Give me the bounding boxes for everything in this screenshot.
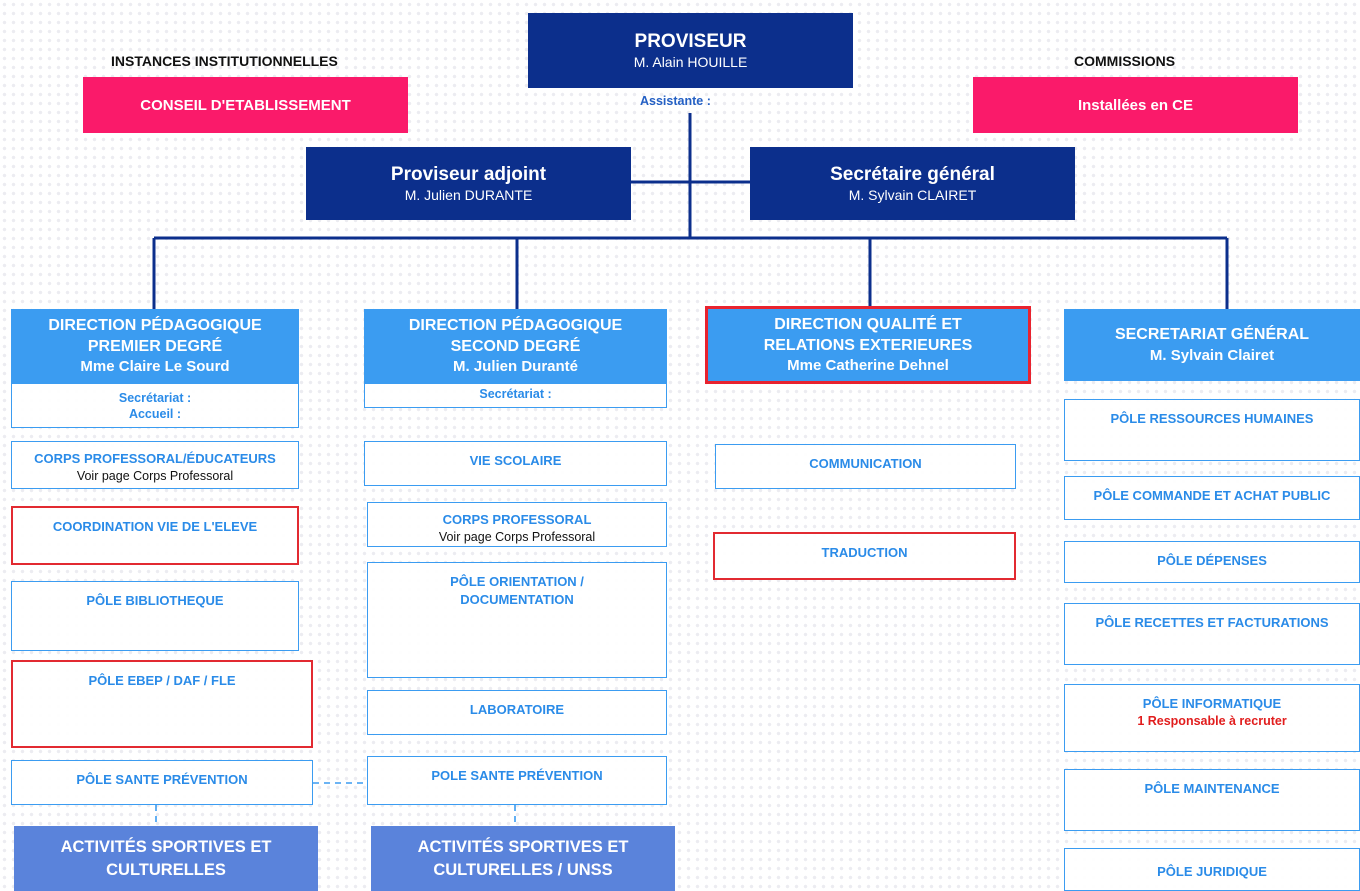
premier-secretariat-box: Secrétariat : Accueil :: [11, 383, 299, 428]
premier-pole-sante-box[interactable]: PÔLE SANTE PRÉVENTION: [11, 760, 313, 805]
secretariat-general-header[interactable]: SECRETARIAT GÉNÉRAL M. Sylvain Clairet: [1064, 309, 1360, 381]
pole-recettes-box[interactable]: PÔLE RECETTES ET FACTURATIONS: [1064, 603, 1360, 665]
assistante-label: Assistante :: [640, 94, 711, 108]
second-secretariat-label: Secrétariat :: [479, 387, 552, 401]
rh-label: PÔLE RESSOURCES HUMAINES: [1110, 411, 1314, 426]
adjoint-name: M. Julien DURANTE: [404, 187, 533, 204]
coordination-vie-eleve-box[interactable]: COORDINATION VIE DE L'ELEVE: [11, 506, 299, 565]
pole-informatique-box[interactable]: PÔLE INFORMATIQUE 1 Responsable à recrut…: [1064, 684, 1360, 752]
bibliotheque-label: PÔLE BIBLIOTHEQUE: [86, 593, 224, 608]
premier-corps-title: CORPS PROFESSORAL/ÉDUCATEURS: [34, 451, 276, 466]
maintenance-label: PÔLE MAINTENANCE: [1144, 781, 1280, 796]
depenses-label: PÔLE DÉPENSES: [1157, 553, 1267, 568]
premier-header-line-1: DIRECTION PÉDAGOGIQUE: [48, 316, 262, 334]
second-activites-line-2: CULTURELLES / UNSS: [433, 860, 613, 879]
coordination-label: COORDINATION VIE DE L'ELEVE: [52, 519, 258, 534]
second-header-person: M. Julien Duranté: [452, 358, 579, 376]
secretaire-name: M. Sylvain CLAIRET: [848, 187, 977, 204]
second-sante-label: POLE SANTE PRÉVENTION: [431, 768, 603, 783]
second-corps-title: CORPS PROFESSORAL: [442, 512, 592, 527]
instances-label: INSTANCES INSTITUTIONNELLES: [111, 53, 338, 69]
premier-header-line-2: PREMIER DEGRÉ: [87, 338, 223, 356]
second-corps-professoral-box[interactable]: CORPS PROFESSORAL Voir page Corps Profes…: [367, 502, 667, 547]
secretaire-title: Secrétaire général: [830, 163, 995, 185]
traduction-label: TRADUCTION: [821, 545, 908, 560]
secretaire-general-box[interactable]: Secrétaire général M. Sylvain CLAIRET: [750, 147, 1075, 220]
pole-rh-box[interactable]: PÔLE RESSOURCES HUMAINES: [1064, 399, 1360, 461]
premier-sante-label: PÔLE SANTE PRÉVENTION: [76, 772, 248, 787]
commissions-label: COMMISSIONS: [1074, 53, 1176, 69]
recettes-label: PÔLE RECETTES ET FACTURATIONS: [1095, 615, 1329, 630]
juridique-label: PÔLE JURIDIQUE: [1157, 864, 1267, 879]
premier-activites-line-2: CULTURELLES: [106, 860, 226, 879]
qualite-header-line-1: DIRECTION QUALITÉ ET: [774, 315, 962, 333]
premier-activites-line-1: ACTIVITÉS SPORTIVES ET: [60, 838, 272, 857]
qualite-header-person: Mme Catherine Dehnel: [787, 357, 949, 375]
pole-orientation-box[interactable]: PÔLE ORIENTATION / DOCUMENTATION: [367, 562, 667, 678]
pole-maintenance-box[interactable]: PÔLE MAINTENANCE: [1064, 769, 1360, 831]
installees-label: Installées en CE: [1077, 96, 1194, 114]
conseil-label: CONSEIL D'ETABLISSEMENT: [140, 96, 351, 114]
secretariat-header-person: M. Sylvain Clairet: [1149, 346, 1275, 364]
informatique-note: 1 Responsable à recruter: [1137, 713, 1287, 728]
laboratoire-box[interactable]: LABORATOIRE: [367, 690, 667, 735]
informatique-label: PÔLE INFORMATIQUE: [1142, 696, 1282, 711]
premier-secretariat-label: Secrétariat :: [118, 391, 192, 405]
proviseur-title: PROVISEUR: [634, 30, 747, 52]
premier-activites-box[interactable]: ACTIVITÉS SPORTIVES ET CULTURELLES: [14, 826, 318, 891]
pole-ebep-box[interactable]: PÔLE EBEP / DAF / FLE: [11, 660, 313, 748]
conseil-etablissement-box[interactable]: CONSEIL D'ETABLISSEMENT: [83, 77, 408, 133]
traduction-box[interactable]: TRADUCTION: [713, 532, 1016, 580]
pole-commande-box[interactable]: PÔLE COMMANDE ET ACHAT PUBLIC: [1064, 476, 1360, 520]
adjoint-title: Proviseur adjoint: [390, 163, 547, 185]
second-secretariat-box: Secrétariat :: [364, 383, 667, 408]
proviseur-name: M. Alain HOUILLE: [633, 54, 748, 71]
commande-label: PÔLE COMMANDE ET ACHAT PUBLIC: [1093, 488, 1331, 503]
communication-label: COMMUNICATION: [809, 456, 922, 471]
proviseur-adjoint-box[interactable]: Proviseur adjoint M. Julien DURANTE: [306, 147, 631, 220]
proviseur-box[interactable]: PROVISEUR M. Alain HOUILLE: [528, 13, 853, 88]
communication-box[interactable]: COMMUNICATION: [715, 444, 1016, 489]
premier-accueil-label: Accueil :: [128, 407, 182, 422]
second-activites-box[interactable]: ACTIVITÉS SPORTIVES ET CULTURELLES / UNS…: [371, 826, 675, 891]
direction-qualite-header[interactable]: DIRECTION QUALITÉ ET RELATIONS EXTERIEUR…: [705, 306, 1031, 384]
pole-bibliotheque-box[interactable]: PÔLE BIBLIOTHEQUE: [11, 581, 299, 651]
vie-scolaire-box[interactable]: VIE SCOLAIRE: [364, 441, 667, 486]
second-header-line-2: SECOND DEGRÉ: [450, 338, 581, 356]
second-corps-note: Voir page Corps Professoral: [438, 529, 596, 544]
premier-header-person: Mme Claire Le Sourd: [80, 358, 230, 376]
vie-scolaire-label: VIE SCOLAIRE: [469, 453, 562, 468]
second-activites-line-1: ACTIVITÉS SPORTIVES ET: [417, 838, 629, 857]
pole-depenses-box[interactable]: PÔLE DÉPENSES: [1064, 541, 1360, 583]
direction-premier-degre-header[interactable]: DIRECTION PÉDAGOGIQUE PREMIER DEGRÉ Mme …: [11, 309, 299, 383]
orientation-line-2: DOCUMENTATION: [460, 591, 574, 607]
premier-corps-note: Voir page Corps Professoral: [76, 468, 234, 483]
installees-ce-box[interactable]: Installées en CE: [973, 77, 1298, 133]
ebep-label: PÔLE EBEP / DAF / FLE: [88, 673, 236, 688]
second-header-line-1: DIRECTION PÉDAGOGIQUE: [408, 316, 623, 334]
secretariat-header-line-1: SECRETARIAT GÉNÉRAL: [1114, 326, 1310, 344]
direction-second-degre-header[interactable]: DIRECTION PÉDAGOGIQUE SECOND DEGRÉ M. Ju…: [364, 309, 667, 383]
laboratoire-label: LABORATOIRE: [469, 702, 565, 717]
pole-juridique-box[interactable]: PÔLE JURIDIQUE: [1064, 848, 1360, 891]
second-pole-sante-box[interactable]: POLE SANTE PRÉVENTION: [367, 756, 667, 805]
premier-corps-professoral-box[interactable]: CORPS PROFESSORAL/ÉDUCATEURS Voir page C…: [11, 441, 299, 489]
qualite-header-line-2: RELATIONS EXTERIEURES: [763, 337, 973, 355]
orientation-line-1: PÔLE ORIENTATION /: [450, 574, 584, 589]
